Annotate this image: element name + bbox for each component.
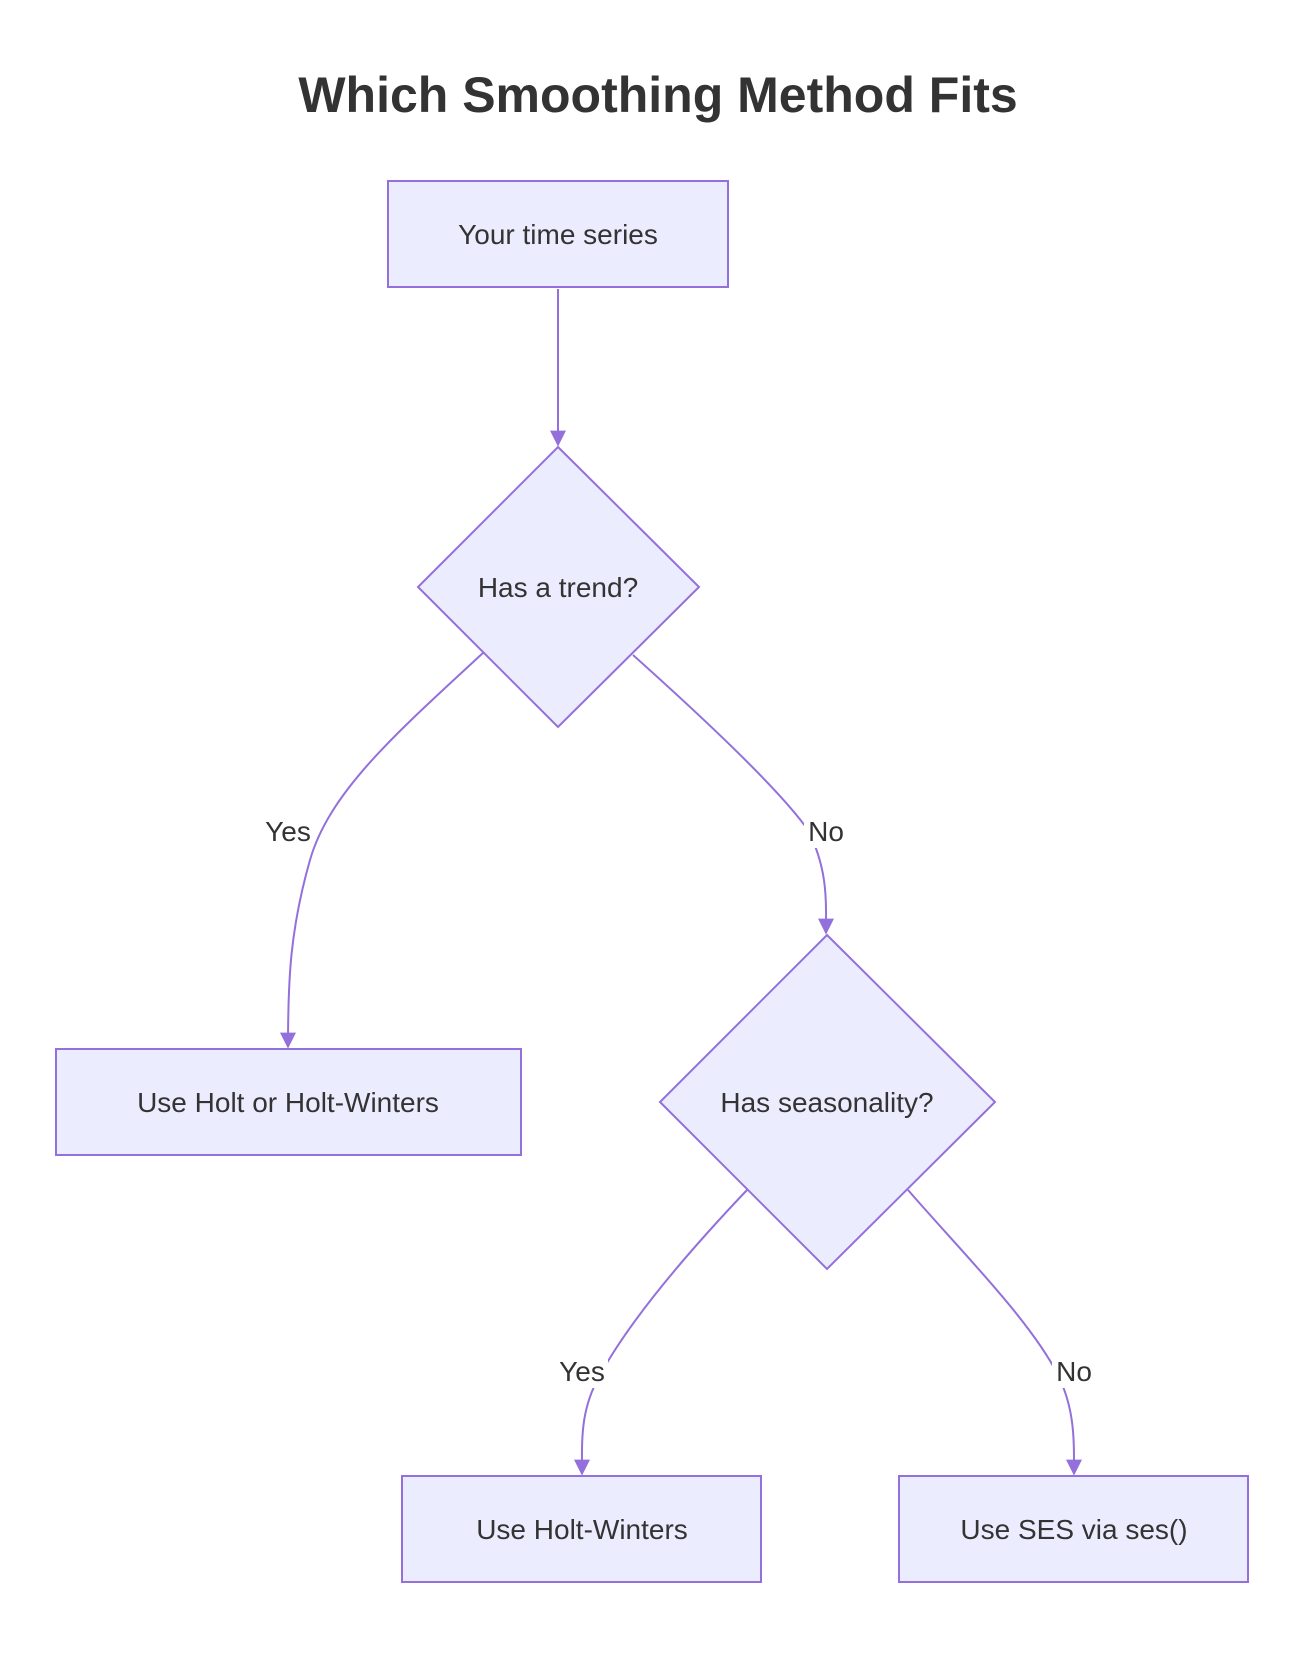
diagram-title: Which Smoothing Method Fits (298, 67, 1017, 123)
node-ses-box (898, 1475, 1249, 1583)
edge-labels: Yes No Yes No (262, 812, 1096, 1388)
node-holt-box (55, 1048, 522, 1156)
edge-season-yes (573, 1189, 748, 1476)
node-trend-label: Has a trend? (478, 572, 638, 603)
edges (280, 289, 1083, 1476)
node-seasonality-diamond (658, 933, 997, 1271)
node-trend-diamond (416, 445, 701, 729)
node-seasonality-decision: Has seasonality? (658, 933, 997, 1271)
edge-label-trend-no: No (808, 816, 844, 847)
edge-season-no (907, 1189, 1083, 1476)
node-holt-winters-box (401, 1475, 762, 1583)
edge-trend-yes (280, 651, 485, 1049)
edge-label-background (556, 1352, 608, 1388)
node-seasonality-label: Has seasonality? (720, 1087, 933, 1118)
edge-label-background (804, 812, 848, 848)
node-holt: Use Holt or Holt-Winters (55, 1048, 522, 1156)
edge-label-background (1052, 1352, 1096, 1388)
node-holt-winters: Use Holt-Winters (401, 1475, 762, 1583)
node-ses: Use SES via ses() (898, 1475, 1249, 1583)
node-start-box (387, 180, 729, 288)
edge-label-trend-yes: Yes (265, 816, 311, 847)
edge-trend-no (632, 654, 835, 935)
edge-label-season-yes: Yes (559, 1356, 605, 1387)
node-start-label: Your time series (458, 219, 658, 250)
node-start: Your time series (387, 180, 729, 288)
node-holt-label: Use Holt or Holt-Winters (137, 1087, 439, 1118)
node-holt-winters-label: Use Holt-Winters (476, 1514, 688, 1545)
edge-label-season-no: No (1056, 1356, 1092, 1387)
node-trend-decision: Has a trend? (416, 445, 701, 729)
node-ses-label: Use SES via ses() (960, 1514, 1187, 1545)
edge-label-background (262, 812, 312, 848)
